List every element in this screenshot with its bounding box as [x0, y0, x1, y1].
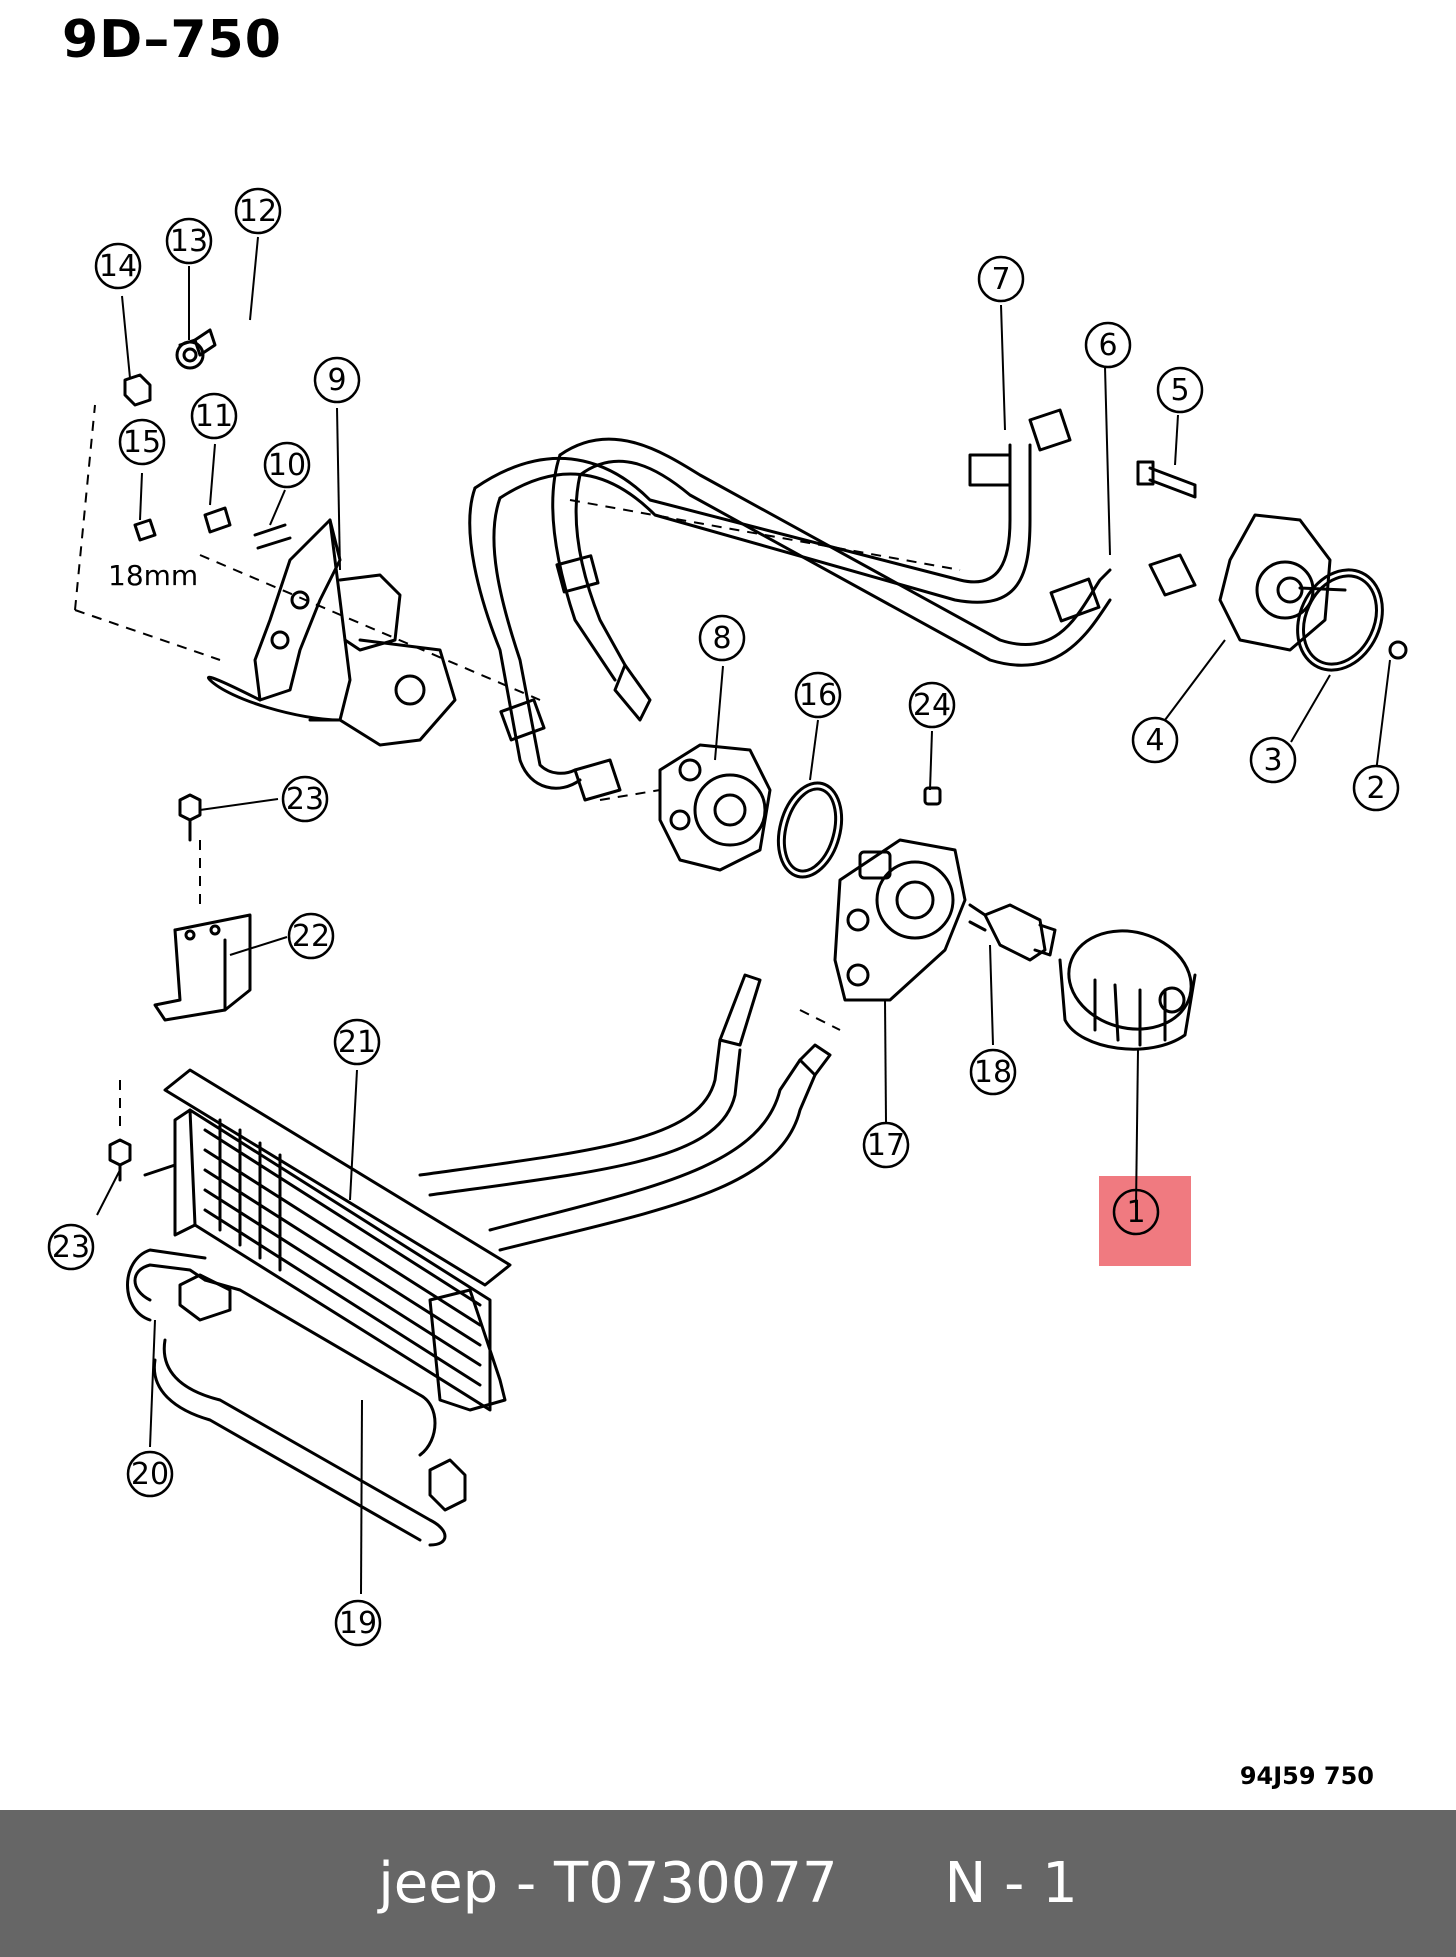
callout-16: 16	[794, 671, 842, 719]
callout-number: 18	[974, 1055, 1012, 1090]
callout-circle	[862, 1121, 910, 1169]
page-code: 9D–750	[62, 10, 282, 70]
callout-circle	[908, 681, 956, 729]
callout-23: 23	[47, 1223, 95, 1271]
separator-dash: -	[516, 1851, 537, 1916]
callout-circle	[234, 187, 282, 235]
oil-filter	[1058, 929, 1197, 1051]
callout-circle	[1131, 716, 1179, 764]
callout-19: 19	[334, 1599, 382, 1647]
callout-circle	[126, 1450, 174, 1498]
callout-circle	[190, 392, 238, 440]
position-label: N - 1	[944, 1851, 1078, 1916]
callout-6: 6	[1084, 321, 1132, 369]
callout-circle	[287, 912, 335, 960]
callout-8: 8	[698, 614, 746, 662]
separator	[498, 1851, 516, 1916]
cooler-bracket	[108, 793, 252, 1182]
callout-circle	[47, 1223, 95, 1271]
callout-circle	[313, 356, 361, 404]
callout-number: 17	[867, 1128, 905, 1163]
filter-adapter-assembly	[658, 743, 942, 879]
spacer	[838, 1851, 945, 1916]
callout-number: 14	[99, 249, 137, 284]
callout-number: 8	[712, 621, 731, 656]
callout-number: 3	[1263, 743, 1282, 778]
callout-number: 19	[339, 1606, 377, 1641]
callout-circle	[94, 242, 142, 290]
callout-number: 16	[799, 678, 837, 713]
callout-11: 11	[190, 392, 238, 440]
callout-5: 5	[1156, 366, 1204, 414]
callout-13: 13	[165, 217, 213, 265]
callout-number: 24	[913, 688, 951, 723]
oil-cooler	[143, 973, 832, 1412]
pressure-sender	[968, 903, 1057, 962]
callout-number: 20	[131, 1457, 169, 1492]
callout-14: 14	[94, 242, 142, 290]
size-note: 18mm	[108, 559, 198, 592]
engine-mount-bracket	[123, 328, 457, 747]
exploded-parts-diagram: 18mm 12345678910111213141516171819202122…	[47, 187, 1408, 1647]
callout-10: 10	[263, 441, 311, 489]
callout-number: 23	[286, 782, 324, 817]
callout-4: 4	[1131, 716, 1179, 764]
callout-number: 15	[123, 425, 161, 460]
callout-circle	[1156, 366, 1204, 414]
callout-number: 12	[239, 194, 277, 229]
callout-circle	[1112, 1188, 1160, 1236]
callout-22: 22	[287, 912, 335, 960]
callout-number: 11	[195, 399, 233, 434]
callout-15: 15	[118, 418, 166, 466]
callout-circle	[165, 217, 213, 265]
callout-circle	[281, 775, 329, 823]
figure-reference: 94J59 750	[1239, 1762, 1374, 1790]
callout-number: 1	[1126, 1195, 1145, 1230]
callout-number: 23	[52, 1230, 90, 1265]
part-info-bar: jeep - T0730077 N - 1	[0, 1810, 1456, 1957]
callout-21: 21	[333, 1018, 381, 1066]
callout-circle	[333, 1018, 381, 1066]
callout-number: 22	[292, 919, 330, 954]
callout-circle	[794, 671, 842, 719]
separator	[536, 1851, 554, 1916]
callout-24: 24	[908, 681, 956, 729]
callout-circle	[334, 1599, 382, 1647]
callout-3: 3	[1249, 736, 1297, 784]
callout-circle	[698, 614, 746, 662]
callout-circle	[1352, 764, 1400, 812]
callout-number: 10	[268, 448, 306, 483]
callout-circle	[263, 441, 311, 489]
callout-9: 9	[313, 356, 361, 404]
callout-18: 18	[969, 1048, 1017, 1096]
callout-number: 5	[1170, 373, 1189, 408]
callout-circle	[1084, 321, 1132, 369]
callout-number: 2	[1366, 771, 1385, 806]
callout-number: 6	[1098, 328, 1117, 363]
callout-circle	[977, 255, 1025, 303]
thermostat-housing-assembly	[1136, 460, 1408, 672]
callout-number: 13	[170, 224, 208, 259]
callout-circle	[969, 1048, 1017, 1096]
filter-head	[833, 838, 967, 1002]
callout-7: 7	[977, 255, 1025, 303]
callout-2: 2	[1352, 764, 1400, 812]
callout-20: 20	[126, 1450, 174, 1498]
callout-number: 9	[327, 363, 346, 398]
callout-markers: 1234567891011121314151617181920212223232…	[47, 187, 1400, 1647]
callout-number: 21	[338, 1025, 376, 1060]
lower-cooler-lines	[126, 1248, 467, 1547]
brand-label: jeep	[378, 1851, 499, 1916]
callout-circle	[118, 418, 166, 466]
callout-circle	[1249, 736, 1297, 784]
callout-12: 12	[234, 187, 282, 235]
callout-23: 23	[281, 775, 329, 823]
upper-hose-set	[468, 408, 1197, 802]
part-number: T0730077	[554, 1851, 838, 1916]
callout-number: 4	[1145, 723, 1164, 758]
callout-17: 17	[862, 1121, 910, 1169]
callout-number: 7	[991, 262, 1010, 297]
callout-1: 1	[1112, 1188, 1160, 1236]
